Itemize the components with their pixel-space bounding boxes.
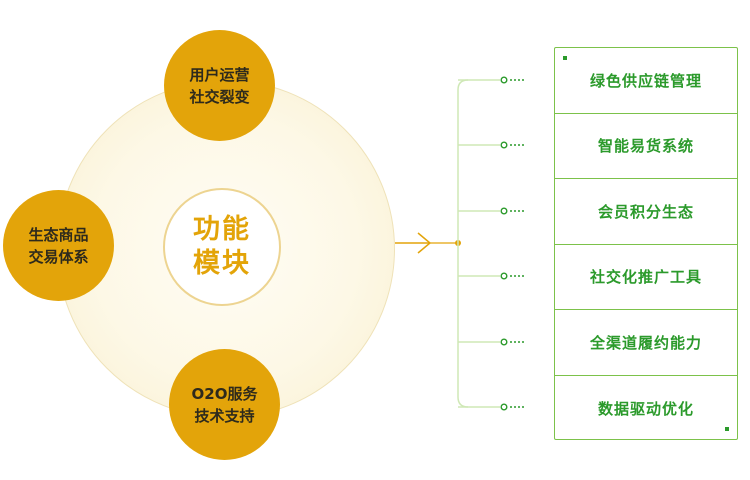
node-left-line2: 交易体系 xyxy=(28,247,89,266)
branch-node-dot xyxy=(500,141,508,149)
branch-dotted-trail xyxy=(518,341,520,343)
branch-dotted-trail xyxy=(514,275,516,277)
branch-node-dot xyxy=(500,207,508,215)
feature-label: 绿色供应链管理 xyxy=(589,71,702,90)
branch-connectors xyxy=(458,76,524,411)
branch-dotted-trail xyxy=(514,79,516,81)
branch-dotted-trail xyxy=(518,275,520,277)
feature-item: 会员积分生态 xyxy=(555,179,737,245)
branch-dotted-trail xyxy=(522,275,524,277)
branch-dotted-trail xyxy=(514,341,516,343)
panel-corner-top-left xyxy=(563,56,567,60)
node-bottom-line2: 技术支持 xyxy=(194,406,255,425)
node-top-line2: 社交裂变 xyxy=(189,87,250,106)
branch-dotted-trail xyxy=(514,144,516,146)
node-eco-goods: 生态商品 交易体系 xyxy=(3,190,114,301)
branch-dotted-trail xyxy=(510,275,512,277)
branch-dotted-trail xyxy=(518,144,520,146)
center-title: 功能 模块 xyxy=(193,213,251,281)
branch-dotted-trail xyxy=(510,210,512,212)
feature-label: 智能易货系统 xyxy=(597,137,694,156)
feature-label: 全渠道履约能力 xyxy=(589,333,702,352)
node-user-operation: 用户运营 社交裂变 xyxy=(164,30,275,141)
feature-label: 社交化推广工具 xyxy=(589,268,702,287)
feature-label: 数据驱动优化 xyxy=(597,399,694,418)
node-left-line1: 生态商品 xyxy=(28,225,89,244)
branch-node-dot xyxy=(500,272,508,280)
branch-dotted-trail xyxy=(518,79,520,81)
branch-dotted-trail xyxy=(510,341,512,343)
branch-dotted-trail xyxy=(514,406,516,408)
feature-item: 数据驱动优化 xyxy=(555,376,737,442)
branch-dotted-trail xyxy=(514,210,516,212)
branch-dotted-trail xyxy=(518,210,520,212)
feature-panel: 绿色供应链管理 智能易货系统 会员积分生态 社交化推广工具 全渠道履约能力 数据… xyxy=(554,47,738,440)
bracket xyxy=(457,79,469,408)
branch-node-dot xyxy=(500,338,508,346)
node-o2o-service: O2O服务 技术支持 xyxy=(169,349,280,460)
center-circle: 功能 模块 xyxy=(163,188,281,306)
feature-item: 绿色供应链管理 xyxy=(555,48,737,114)
feature-item: 社交化推广工具 xyxy=(555,245,737,310)
branch-dotted-trail xyxy=(522,79,524,81)
center-title-line2: 模块 xyxy=(193,248,251,279)
branch-node-dot xyxy=(500,403,508,411)
node-top-line1: 用户运营 xyxy=(189,65,250,84)
branch-dotted-trail xyxy=(522,144,524,146)
branch-dotted-trail xyxy=(510,79,512,81)
panel-corner-bottom-right xyxy=(725,427,729,431)
branch-dotted-trail xyxy=(522,341,524,343)
feature-item: 全渠道履约能力 xyxy=(555,310,737,376)
branch-dotted-trail xyxy=(518,406,520,408)
branch-node-dot xyxy=(500,76,508,84)
center-title-line1: 功能 xyxy=(193,214,251,245)
branch-dotted-trail xyxy=(510,144,512,146)
feature-label: 会员积分生态 xyxy=(597,202,694,221)
feature-item: 智能易货系统 xyxy=(555,114,737,179)
branch-dotted-trail xyxy=(522,406,524,408)
node-bottom-line1: O2O服务 xyxy=(191,384,258,403)
branch-dotted-trail xyxy=(510,406,512,408)
branch-dotted-trail xyxy=(522,210,524,212)
